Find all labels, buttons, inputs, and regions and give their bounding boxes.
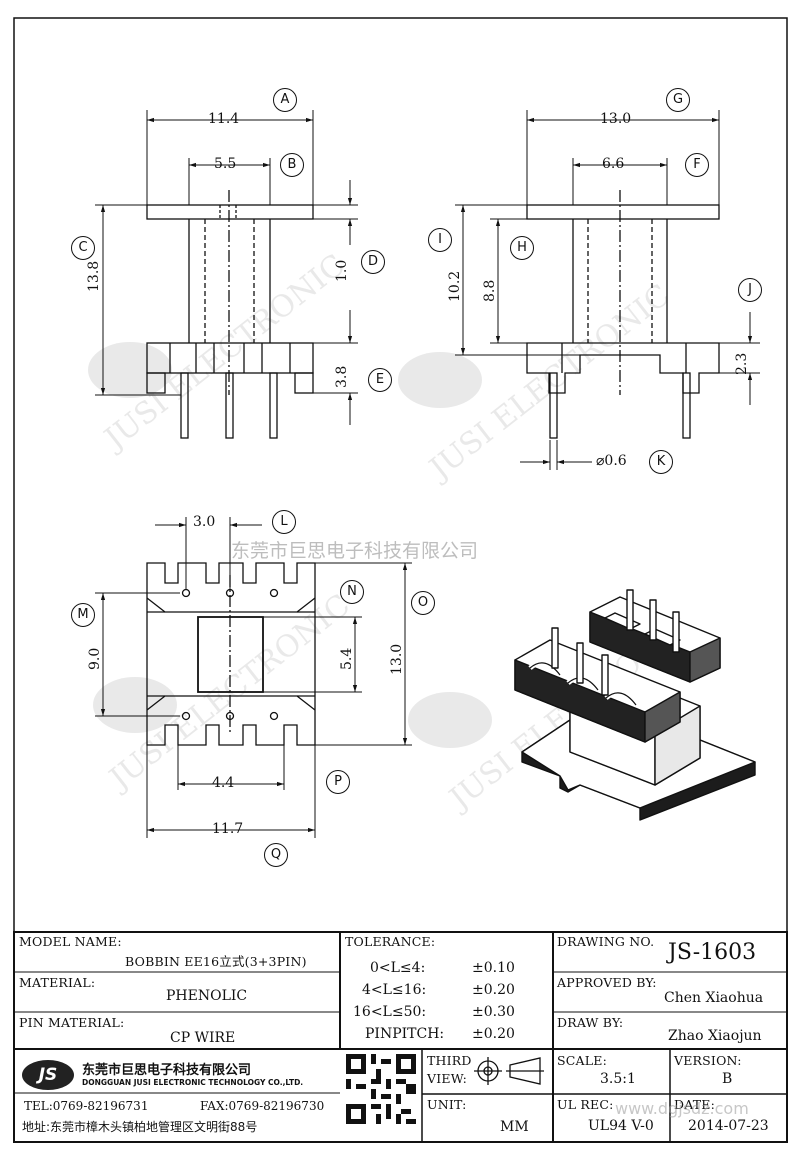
dim-letter-L: L bbox=[272, 510, 296, 534]
tol-value-3: ±0.20 bbox=[472, 1026, 515, 1042]
scale: 3.5:1 bbox=[600, 1071, 636, 1087]
dim-letter-M: M bbox=[71, 603, 95, 627]
version: B bbox=[722, 1071, 733, 1087]
dim-letter-F: F bbox=[685, 153, 709, 177]
third-view-label-1: THIRD bbox=[427, 1053, 472, 1068]
dim-letter-K: K bbox=[649, 450, 673, 474]
front-view-dims bbox=[95, 110, 358, 425]
dim-letter-Q: Q bbox=[264, 843, 288, 867]
dim-value-C: 13.8 bbox=[86, 260, 102, 292]
ul-rec: UL94 V-0 bbox=[588, 1118, 654, 1134]
dim-value-Q: 11.7 bbox=[212, 821, 244, 837]
drawing-no: JS-1603 bbox=[668, 940, 757, 965]
side-view bbox=[526, 190, 720, 439]
tol-range-1: 4<L≤16: bbox=[362, 982, 427, 998]
dim-value-D: 1.0 bbox=[334, 259, 350, 282]
scale-label: SCALE: bbox=[557, 1053, 607, 1068]
dim-letter-I: I bbox=[428, 228, 452, 252]
company-fax: FAX:0769-82196730 bbox=[200, 1099, 325, 1113]
model-name: BOBBIN EE16立式(3+3PIN) bbox=[125, 954, 307, 969]
pin-material: CP WIRE bbox=[170, 1030, 236, 1046]
dim-letter-E: E bbox=[368, 368, 392, 392]
material-label: MATERIAL: bbox=[19, 975, 96, 990]
unit: MM bbox=[500, 1119, 529, 1135]
watermark-logo-2 bbox=[398, 352, 482, 408]
dim-value-L: 3.0 bbox=[193, 514, 216, 530]
bottom-view-dims bbox=[95, 517, 412, 838]
side-view-dims bbox=[455, 110, 760, 470]
dim-letter-O: O bbox=[411, 591, 435, 615]
tol-value-1: ±0.20 bbox=[472, 982, 515, 998]
dim-value-M: 9.0 bbox=[87, 647, 103, 670]
pin-material-label: PIN MATERIAL: bbox=[19, 1015, 125, 1030]
unit-label: UNIT: bbox=[427, 1097, 467, 1112]
site-watermark: www.dgjsdz.com bbox=[615, 1099, 749, 1118]
qr-code-icon bbox=[346, 1054, 416, 1124]
version-label: VERSION: bbox=[674, 1053, 742, 1068]
company-en: DONGGUAN JUSI ELECTRONIC TECHNOLOGY CO.,… bbox=[82, 1078, 304, 1087]
company-address: 地址:东莞市樟木头镇柏地管理区文明街88号 bbox=[22, 1120, 258, 1134]
company-cn: 东莞市巨思电子科技有限公司 bbox=[82, 1063, 252, 1078]
title-block-grid bbox=[13, 931, 788, 1143]
watermark-logo-3 bbox=[93, 677, 177, 733]
date: 2014-07-23 bbox=[688, 1118, 769, 1134]
tol-value-0: ±0.10 bbox=[472, 960, 515, 976]
ul-rec-label: UL REC: bbox=[557, 1097, 614, 1112]
third-angle-symbol bbox=[474, 1057, 544, 1085]
dim-value-B: 5.5 bbox=[214, 156, 237, 172]
approved-by: Chen Xiaohua bbox=[664, 990, 764, 1006]
third-view-label-2: VIEW: bbox=[427, 1071, 468, 1086]
dim-value-O: 13.0 bbox=[389, 643, 405, 675]
dim-letter-P: P bbox=[326, 770, 350, 794]
dim-value-P: 4.4 bbox=[212, 775, 235, 791]
model-name-label: MODEL NAME: bbox=[19, 934, 122, 949]
date-label: DATE: bbox=[674, 1097, 716, 1112]
dim-letter-D: D bbox=[361, 250, 385, 274]
dim-value-N: 5.4 bbox=[339, 647, 355, 670]
bottom-view bbox=[146, 562, 316, 746]
drawing-no-label: DRAWING NO. bbox=[557, 934, 655, 949]
tol-value-2: ±0.30 bbox=[472, 1004, 515, 1020]
dim-letter-N: N bbox=[340, 580, 364, 604]
dim-value-A: 11.4 bbox=[208, 111, 240, 127]
dim-value-I: 10.2 bbox=[447, 270, 463, 302]
watermark-logo-1 bbox=[88, 342, 172, 398]
dim-value-F: 6.6 bbox=[602, 156, 625, 172]
tolerance-label: TOLERANCE: bbox=[345, 934, 436, 949]
tol-range-0: 0<L≤4: bbox=[370, 960, 426, 976]
dim-letter-J: J bbox=[738, 278, 762, 302]
dim-letter-B: B bbox=[280, 153, 304, 177]
isometric-view bbox=[514, 589, 756, 821]
company-logo: JS bbox=[22, 1060, 74, 1090]
dim-value-J: 2.3 bbox=[734, 352, 750, 375]
company-watermark: 东莞市巨思电子科技有限公司 bbox=[231, 540, 478, 562]
draw-by: Zhao Xiaojun bbox=[668, 1028, 762, 1044]
draw-by-label: DRAW BY: bbox=[557, 1015, 624, 1030]
dim-letter-H: H bbox=[510, 236, 534, 260]
dim-letter-A: A bbox=[273, 88, 297, 112]
company-tel: TEL:0769-82196731 bbox=[24, 1099, 149, 1113]
watermark-logo-4 bbox=[408, 692, 492, 748]
dim-value-H: 8.8 bbox=[482, 279, 498, 302]
dim-letter-C: C bbox=[71, 236, 95, 260]
dim-value-K: ⌀0.6 bbox=[596, 453, 627, 469]
tol-range-3: PINPITCH: bbox=[365, 1026, 445, 1042]
dim-value-E: 3.8 bbox=[334, 365, 350, 388]
material: PHENOLIC bbox=[166, 988, 248, 1004]
tol-range-2: 16<L≤50: bbox=[353, 1004, 427, 1020]
dim-value-G: 13.0 bbox=[600, 111, 632, 127]
front-view bbox=[146, 190, 314, 439]
approved-by-label: APPROVED BY: bbox=[557, 975, 657, 990]
dim-letter-G: G bbox=[666, 88, 690, 112]
